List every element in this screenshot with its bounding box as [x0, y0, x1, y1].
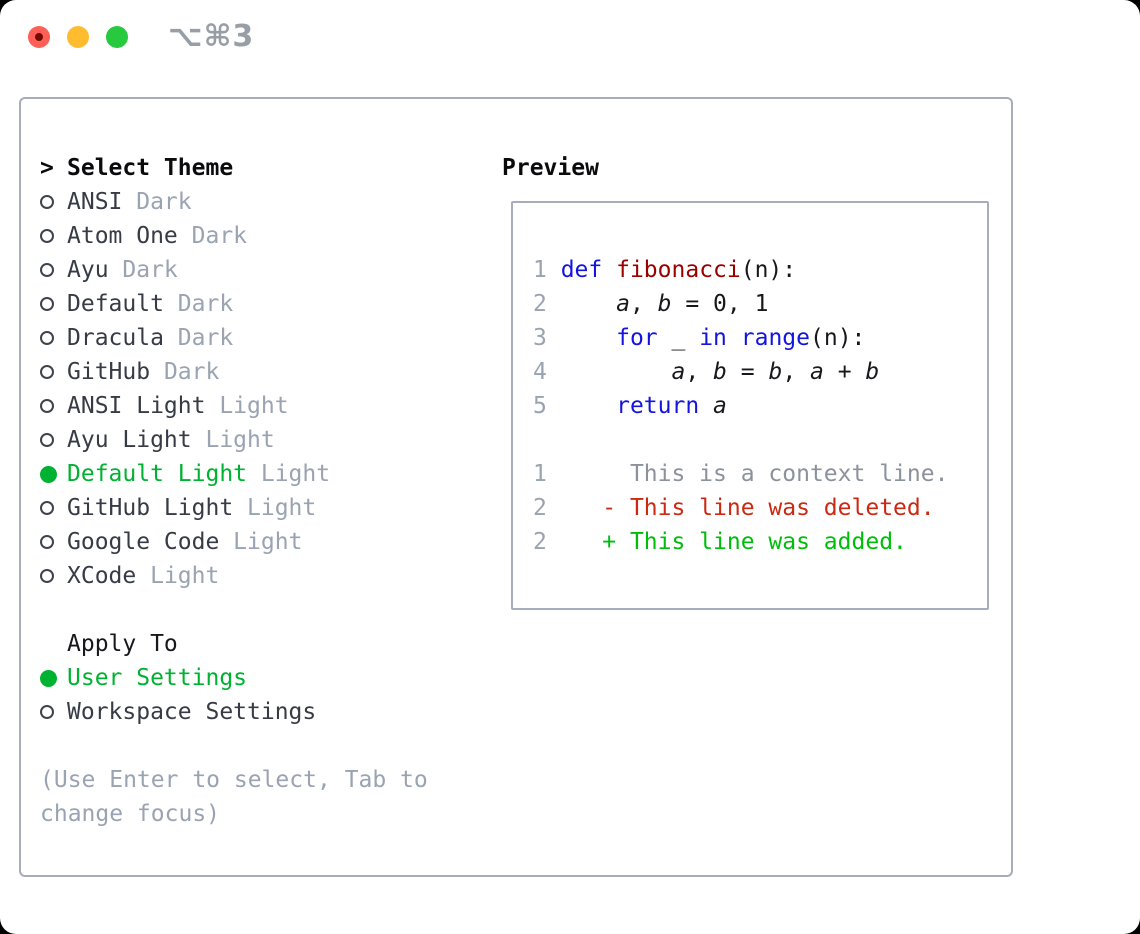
theme-variant-label: Light	[247, 461, 331, 487]
select-theme-heading: Select Theme	[67, 155, 234, 181]
theme-variant-label: Light	[219, 529, 303, 555]
theme-option-github[interactable]: GitHub Dark	[40, 355, 500, 389]
close-button[interactable]	[28, 26, 50, 48]
theme-variant-label: Dark	[163, 291, 234, 317]
theme-option-default[interactable]: Default Dark	[40, 287, 500, 321]
option-label: GitHub Light	[67, 495, 234, 521]
theme-variant-label: Light	[191, 427, 275, 453]
theme-option-default-light[interactable]: Default Light Light	[40, 457, 500, 491]
radio-icon[interactable]	[40, 263, 54, 277]
minimize-button[interactable]	[67, 26, 89, 48]
option-label: Google Code	[67, 529, 220, 555]
radio-icon[interactable]	[40, 297, 54, 311]
radio-icon[interactable]	[40, 195, 54, 209]
theme-option-github-light[interactable]: GitHub Light Light	[40, 491, 500, 525]
titlebar: ⌥⌘3	[0, 0, 1140, 74]
option-label: ANSI	[67, 189, 123, 215]
theme-variant-label: Dark	[150, 359, 220, 385]
spacer	[40, 729, 500, 763]
code-line-2: 2 a, b = 0, 1	[533, 291, 769, 317]
theme-option-ayu-light[interactable]: Ayu Light Light	[40, 423, 500, 457]
spacer	[40, 593, 500, 627]
radio-icon[interactable]	[40, 331, 54, 345]
theme-option-google-code[interactable]: Google Code Light	[40, 525, 500, 559]
code-line-5: 5 return a	[533, 393, 727, 419]
radio-selected-icon[interactable]	[40, 465, 57, 483]
theme-variant-label: Light	[136, 563, 220, 589]
theme-variant-label: Light	[205, 393, 289, 419]
theme-option-atom-one[interactable]: Atom One Dark	[40, 219, 500, 253]
code-line-3: 3 for _ in range(n):	[533, 325, 866, 351]
radio-icon[interactable]	[40, 399, 54, 413]
option-label: Workspace Settings	[67, 699, 317, 725]
diff-context-line: 1 This is a context line.	[533, 461, 949, 487]
keyboard-hint: (Use Enter to select, Tab to change focu…	[40, 767, 428, 827]
option-label: Ayu Light	[67, 427, 192, 453]
radio-selected-icon[interactable]	[40, 669, 57, 687]
radio-icon[interactable]	[40, 229, 54, 243]
window-title: ⌥⌘3	[168, 19, 255, 54]
apply-option-user-settings[interactable]: User Settings	[40, 661, 500, 695]
theme-variant-label: Dark	[177, 223, 248, 249]
radio-icon[interactable]	[40, 501, 54, 515]
preview-pane: 1 def fibonacci(n): 2 a, b = 0, 1 3 for _ …	[511, 201, 989, 610]
apply-to-heading-row: Apply To	[40, 627, 500, 661]
option-label: GitHub	[67, 359, 151, 385]
option-label: Default Light	[67, 461, 248, 487]
radio-icon[interactable]	[40, 569, 54, 583]
option-label: Dracula	[67, 325, 164, 351]
theme-option-dracula[interactable]: Dracula Dark	[40, 321, 500, 355]
option-label: XCode	[67, 563, 137, 589]
theme-variant-label: Dark	[108, 257, 178, 283]
code-line-1: 1 def fibonacci(n):	[533, 257, 797, 283]
option-label: User Settings	[67, 665, 248, 691]
diff-added-line: 2 + This line was added.	[533, 529, 907, 555]
option-label: Atom One	[67, 223, 178, 249]
radio-icon[interactable]	[40, 535, 54, 549]
theme-variant-label: Light	[233, 495, 317, 521]
theme-option-xcode[interactable]: XCode Light	[40, 559, 500, 593]
option-label: ANSI Light	[67, 393, 206, 419]
preview-code: 1 def fibonacci(n): 2 a, b = 0, 1 3 for _ …	[533, 253, 987, 559]
apply-option-workspace-settings[interactable]: Workspace Settings	[40, 695, 500, 729]
radio-icon[interactable]	[40, 365, 54, 379]
select-theme-heading-row: > Select Theme	[40, 151, 500, 185]
radio-icon[interactable]	[40, 705, 54, 719]
focus-prompt-icon: >	[40, 155, 54, 181]
blank-line	[533, 423, 987, 457]
theme-option-ayu[interactable]: Ayu Dark	[40, 253, 500, 287]
code-line-4: 4 a, b = b, a + b	[533, 359, 880, 385]
apply-to-heading: Apply To	[67, 631, 178, 657]
theme-variant-label: Dark	[163, 325, 234, 351]
preview-heading: Preview	[502, 155, 599, 181]
option-label: Default	[67, 291, 164, 317]
theme-variant-label: Dark	[122, 189, 192, 215]
option-label: Ayu	[67, 257, 109, 283]
radio-icon[interactable]	[40, 433, 54, 447]
zoom-button[interactable]	[106, 26, 128, 48]
diff-deleted-line: 2 - This line was deleted.	[533, 495, 935, 521]
theme-option-ansi[interactable]: ANSI Dark	[40, 185, 500, 219]
theme-option-ansi-light[interactable]: ANSI Light Light	[40, 389, 500, 423]
